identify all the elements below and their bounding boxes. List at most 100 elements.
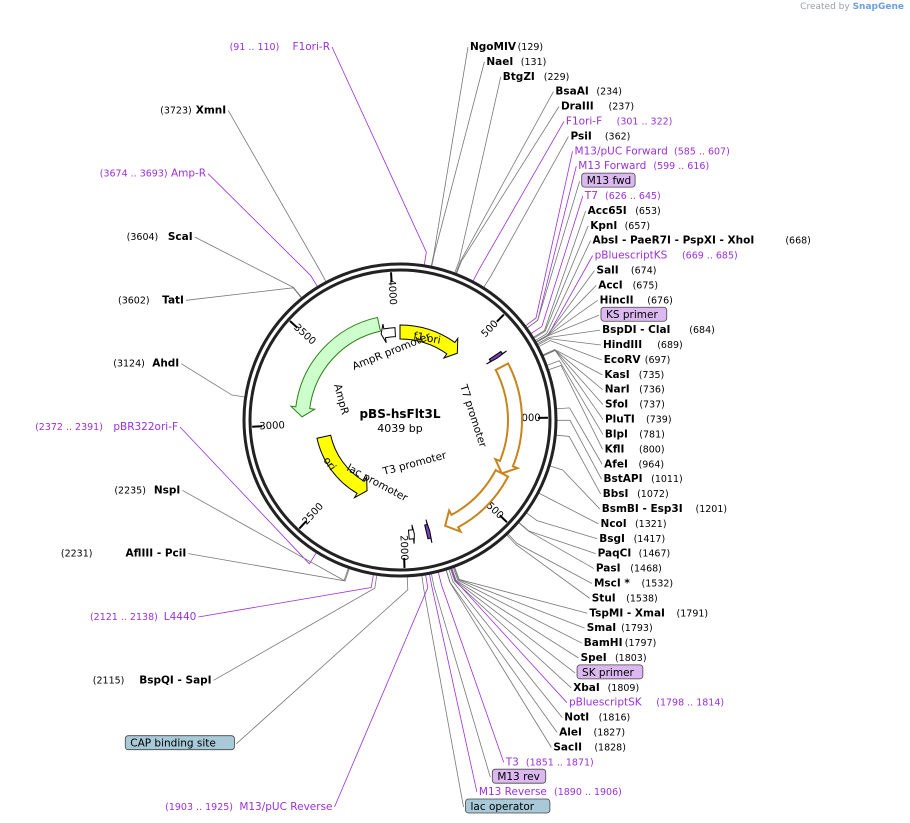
leader-f1ori-f — [472, 121, 565, 283]
pos-paqci: (1467) — [639, 549, 671, 560]
pos-bamhi: (1797) — [625, 638, 657, 649]
label-bamhi: BamHI — [584, 637, 623, 649]
label-sfoi: SfoI — [605, 399, 628, 411]
pos-kasi: (735) — [639, 370, 665, 381]
pos-ecorv: (697) — [645, 355, 671, 366]
label-bsmbi-esp3i: BsmBI - Esp3I — [602, 503, 683, 515]
leader-sk-primer — [450, 567, 576, 674]
label-ks-primer: KS primer — [606, 309, 658, 321]
pos-bsaai: (234) — [596, 87, 622, 98]
leader-t7 — [530, 195, 584, 335]
label-noti: NotI — [564, 712, 589, 724]
label-psii: PsiI — [570, 130, 591, 142]
label-m13-puc-reverse: M13/pUC Reverse — [239, 801, 332, 813]
pos-stui: (1538) — [626, 593, 658, 604]
label-absi-paer7i-pspxi-xhoi: AbsI - PaeR7I - PspXI - XhoI — [593, 235, 755, 247]
leader-lac-operator — [421, 574, 464, 808]
label-alei: AleI — [559, 726, 582, 738]
pos-noti: (1816) — [599, 713, 631, 724]
label-paqci: PaqCI — [598, 548, 632, 560]
box-m13-rev — [491, 768, 547, 784]
leader-m13-reverse — [428, 573, 478, 793]
pos-nspi: (2235) — [114, 485, 146, 496]
pos-kpni: (657) — [625, 221, 651, 232]
pos-pbr322ori-f: (2372 .. 2391) — [35, 422, 103, 433]
plasmid-name: pBS-hsFlt3L — [359, 407, 440, 421]
label-pbluescriptks: pBluescriptKS — [595, 250, 668, 262]
pos-draiii: (237) — [609, 102, 635, 113]
f1-ori-label: f1 ori — [412, 330, 441, 347]
label-bsgi: BsgI — [599, 533, 625, 545]
leader-t3 — [437, 571, 505, 763]
pos-t7: (626 .. 645) — [605, 191, 661, 202]
leader-m13-fwd — [526, 181, 581, 329]
leader-hindiii — [536, 338, 602, 346]
leader-bbsi — [555, 434, 602, 495]
leader-msci — [506, 532, 593, 584]
leader-ncoi — [537, 492, 599, 525]
ampr-label: AmpR — [331, 383, 351, 416]
tick-label-4000: 4000 — [385, 279, 398, 305]
backbone-outer — [242, 262, 558, 578]
tick-500 — [496, 313, 505, 323]
leader-pluti — [542, 349, 604, 420]
label-l4440: L4440 — [164, 611, 197, 623]
pos-msci: (1532) — [642, 578, 674, 589]
label-m13-puc-forward: M13/pUC Forward — [575, 145, 668, 157]
pos-m13-puc-forward: (585 .. 607) — [674, 146, 730, 157]
tick-4000 — [390, 272, 393, 283]
snapgene-logo: SnapGene — [852, 2, 904, 12]
pos-blpi: (781) — [639, 429, 665, 440]
leader-naei — [431, 61, 485, 268]
pos-tspmi-xmai: (1791) — [677, 608, 709, 619]
pos-ngomiv: (129) — [518, 42, 544, 53]
leader-bsgi — [525, 512, 598, 540]
leader-stui — [505, 533, 590, 599]
leader-ks-primer — [535, 314, 600, 344]
leader-pasi — [517, 521, 595, 569]
feature-t7-promoter — [486, 350, 507, 365]
pos-naei: (131) — [521, 57, 547, 68]
pos-hincii: (676) — [647, 295, 673, 306]
site-labels: NgoMIV(129)NaeI(131)BtgZI(229)BsaAI(234)… — [35, 41, 811, 814]
leader-l4440 — [198, 573, 374, 618]
leader-bstapi — [555, 419, 602, 480]
label-bspqi-sapi: BspQI - SapI — [139, 674, 211, 686]
leader-sfoi — [542, 349, 604, 405]
label-ahdi: AhdI — [152, 358, 179, 370]
label-nspi: NspI — [154, 484, 180, 496]
label-leaders — [179, 46, 604, 808]
pos-bspqi-sapi: (2115) — [93, 675, 125, 686]
leader-btgzi — [454, 76, 502, 274]
leader-afei — [555, 407, 603, 465]
pos-pbluescriptsk: (1798 .. 1814) — [656, 698, 724, 709]
leader-xbai — [449, 567, 572, 689]
leader-tati — [185, 287, 303, 301]
leader-bsmbi-esp3i — [549, 465, 601, 510]
pos-m13-reverse: (1890 .. 1906) — [554, 787, 622, 798]
tick-3500 — [289, 320, 299, 329]
label-btgzi: BtgZI — [503, 71, 535, 83]
leader-tspmi-xmai — [453, 566, 588, 614]
label-afliii-pcii: AflIII - PciI — [126, 548, 187, 560]
label-ncoi: NcoI — [601, 518, 627, 530]
label-tspmi-xmai: TspMI - XmaI — [589, 607, 665, 619]
leader-psii — [482, 136, 569, 289]
pos-f1ori-r: (91 .. 110) — [230, 42, 280, 53]
leader-pbr322ori-f — [179, 426, 318, 565]
credit: Created by SnapGene — [800, 2, 904, 12]
pos-t3: (1851 .. 1871) — [526, 757, 594, 768]
leader-ahdi — [181, 363, 246, 398]
pos-bbsi: (1072) — [637, 489, 669, 500]
label-pluti: PluTI — [605, 414, 635, 426]
label-m13-reverse: M13 Reverse — [479, 786, 547, 798]
pos-amp-r: (3674 .. 3693) — [100, 169, 168, 180]
leader-ngomiv — [430, 46, 469, 268]
label-bspdi-clai: BspDI - ClaI — [602, 324, 670, 336]
label-smai: SmaI — [587, 622, 617, 634]
leader-bamhi — [452, 566, 582, 644]
feature-t3-promoter — [424, 519, 433, 544]
leader-acc65i — [532, 210, 587, 339]
label-f1ori-f: F1ori-F — [566, 116, 602, 128]
leader-kpni — [532, 225, 589, 339]
